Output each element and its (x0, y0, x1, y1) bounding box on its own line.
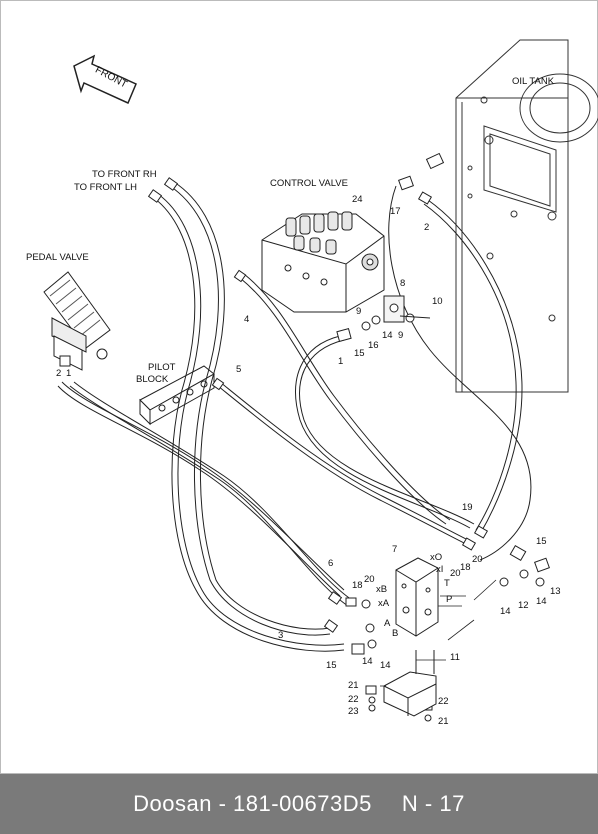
part-number-4: 4 (244, 314, 249, 325)
part-number-1p: 1 (66, 368, 71, 379)
part-number-15b: 15 (536, 536, 547, 547)
fittings (147, 152, 550, 722)
part-number-19: 19 (462, 502, 473, 513)
part-number-20b: 20 (450, 568, 461, 579)
part-number-15a: 15 (354, 348, 365, 359)
part-number-7: 7 (392, 544, 397, 555)
part-number-23: 23 (348, 706, 359, 717)
part-number-14b: 14 (536, 596, 547, 607)
part-number-12: 12 (518, 600, 529, 611)
port-label-t: T (444, 578, 450, 589)
document-code: Doosan - 181-00673D5 (133, 791, 372, 816)
part-number-16: 16 (368, 340, 379, 351)
port-label-p: P (446, 594, 452, 605)
part-number-20a: 20 (472, 554, 483, 565)
part-number-2b: 2 (56, 368, 61, 379)
part-number-10: 10 (432, 296, 443, 307)
port-label-a: A (384, 618, 391, 629)
part-number-6: 6 (328, 558, 333, 569)
part-number-9b: 9 (398, 330, 403, 341)
part-number-15c: 15 (326, 660, 337, 671)
part-number-9a: 9 (356, 306, 361, 317)
page-number: N - 17 (401, 791, 465, 816)
part-number-5: 5 (236, 364, 241, 375)
block-label: BLOCK (136, 374, 169, 385)
part-number-3: 3 (278, 630, 283, 641)
part-number-11: 11 (450, 652, 460, 663)
hoses (57, 181, 532, 652)
part-number-21b: 21 (438, 716, 449, 727)
part-number-21a: 21 (348, 680, 359, 691)
part-number-8: 8 (400, 278, 405, 289)
part-number-22a: 22 (348, 694, 359, 705)
oil-tank: OIL TANK (455, 39, 598, 393)
control-valve-label: CONTROL VALVE (270, 178, 348, 189)
shuttle-valve (395, 557, 439, 637)
footer-bar: Doosan - 181-00673D5 N - 17 (0, 774, 598, 834)
pedal-valve: PEDAL VALVE (26, 252, 111, 371)
port-label-b: B (392, 628, 398, 639)
part-number-13: 13 (550, 586, 561, 597)
to-front-lh-label: TO FRONT LH (74, 182, 137, 193)
part-number-18b: 18 (352, 580, 363, 591)
part-number-18a: 18 (460, 562, 471, 573)
to-front-rh-label: TO FRONT RH (92, 169, 157, 180)
part-number-20c: 20 (364, 574, 375, 585)
part-number-1: 1 (338, 356, 343, 367)
part-number-14d: 14 (362, 656, 373, 667)
part-number-2: 2 (424, 222, 429, 233)
pilot-label: PILOT (148, 362, 176, 373)
port-label-xb: xB (376, 584, 387, 595)
part-number-14c: 14 (500, 606, 511, 617)
part-number-14a: 14 (382, 330, 393, 341)
part-number-22b: 22 (438, 696, 449, 707)
part-number-14e: 14 (380, 660, 391, 671)
hydraulic-diagram: FRONT OIL TANK (0, 0, 598, 774)
leader-lines (380, 579, 497, 687)
mounting-bracket (383, 650, 437, 717)
port-label-xo: xO (430, 552, 442, 563)
part-number-17: 17 (390, 206, 401, 217)
front-arrow-icon: FRONT (73, 54, 137, 105)
pilot-block: PILOT BLOCK (136, 362, 215, 426)
pedal-valve-label: PEDAL VALVE (26, 252, 89, 263)
control-valve: CONTROL VALVE (261, 178, 385, 313)
port-label-xi: xI (436, 564, 443, 575)
part-number-24: 24 (352, 194, 363, 205)
oil-tank-label: OIL TANK (512, 76, 555, 87)
port-label-xa: xA (378, 598, 390, 609)
